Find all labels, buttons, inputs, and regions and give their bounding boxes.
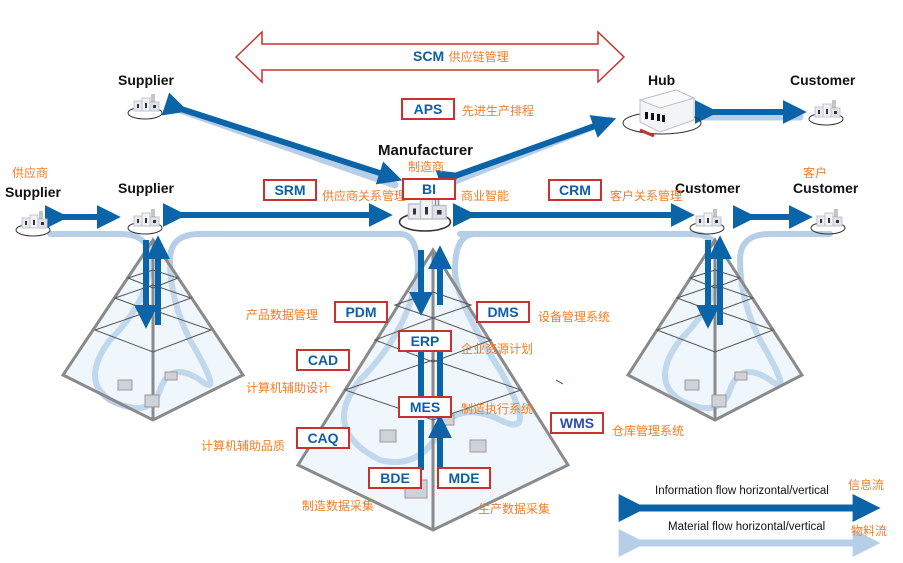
wms-cn: 仓库管理系统 bbox=[612, 424, 685, 438]
mes-box[interactable]: MES bbox=[398, 396, 452, 418]
scm-label: SCM 供应链管理 bbox=[413, 48, 509, 66]
scm-cn: 供应链管理 bbox=[448, 50, 509, 64]
aps-cn: 先进生产排程 bbox=[462, 104, 535, 118]
scm-double-arrow bbox=[234, 30, 626, 84]
dms-box[interactable]: DMS bbox=[476, 301, 530, 323]
crm-box[interactable]: CRM bbox=[548, 179, 602, 201]
supplier-top-title: Supplier bbox=[118, 72, 175, 88]
pdm-box[interactable]: PDM bbox=[334, 301, 388, 323]
legend-info-cn: 信息流 bbox=[848, 478, 885, 492]
caq-box[interactable]: CAQ bbox=[296, 427, 350, 449]
caq-cn: 计算机辅助品质 bbox=[201, 439, 286, 453]
erp-cn: 企业资源计划 bbox=[461, 342, 534, 356]
legend-info-label: Information flow horizontal/vertical bbox=[655, 485, 829, 497]
bi-box[interactable]: BI bbox=[402, 178, 456, 200]
factory-icon-supplier-far bbox=[15, 210, 51, 237]
customer-top-title: Customer bbox=[790, 72, 856, 88]
manufacturer-title: Manufacturer bbox=[378, 142, 474, 159]
cad-cn: 计算机辅助设计 bbox=[246, 381, 331, 395]
factory-icon-supplier-top bbox=[127, 93, 163, 120]
cad-box[interactable]: CAD bbox=[296, 349, 350, 371]
bde-cn: 制造数据采集 bbox=[302, 499, 375, 513]
srm-box[interactable]: SRM bbox=[263, 179, 317, 201]
erp-box[interactable]: ERP bbox=[398, 330, 452, 352]
supplier-far-title: Supplier bbox=[5, 184, 62, 200]
crm-cn: 客户关系管理 bbox=[610, 189, 683, 203]
legend-material-cn: 物料流 bbox=[851, 524, 888, 538]
pyramid-left bbox=[60, 237, 246, 422]
factory-icon-customer-far bbox=[810, 208, 846, 235]
srm-cn: 供应商关系管理 bbox=[322, 189, 407, 203]
factory-icon-customer-near bbox=[689, 208, 725, 235]
pyramid-center bbox=[295, 247, 571, 532]
scm-abbr: SCM bbox=[413, 48, 445, 64]
supplier-near-title: Supplier bbox=[118, 180, 175, 196]
supplier-far-cn: 供应商 bbox=[12, 166, 49, 180]
aps-box[interactable]: APS bbox=[401, 98, 455, 120]
manufacturer-cn: 制造商 bbox=[408, 160, 445, 174]
mde-box[interactable]: MDE bbox=[437, 467, 491, 489]
pdm-cn: 产品数据管理 bbox=[246, 308, 319, 322]
factory-icon-customer-top bbox=[808, 99, 844, 126]
customer-far-cn: 客户 bbox=[803, 166, 828, 180]
customer-far-title: Customer bbox=[793, 180, 859, 196]
mde-cn: 生产数据采集 bbox=[478, 502, 551, 516]
legend-material-label: Material flow horizontal/vertical bbox=[668, 521, 826, 533]
hub-title: Hub bbox=[648, 72, 676, 88]
dms-cn: 设备管理系统 bbox=[538, 310, 611, 324]
bde-box[interactable]: BDE bbox=[368, 467, 422, 489]
stray-mark bbox=[555, 379, 564, 385]
hub-warehouse-icon bbox=[622, 89, 702, 138]
factory-icon-supplier-near bbox=[127, 208, 163, 235]
customer-near-title: Customer bbox=[675, 180, 741, 196]
mes-cn: 制造执行系统 bbox=[461, 402, 534, 416]
pyramid-right bbox=[625, 237, 805, 422]
wms-box[interactable]: WMS bbox=[550, 412, 604, 434]
information-flow-arrows bbox=[44, 92, 813, 470]
bi-cn: 商业智能 bbox=[461, 189, 510, 203]
